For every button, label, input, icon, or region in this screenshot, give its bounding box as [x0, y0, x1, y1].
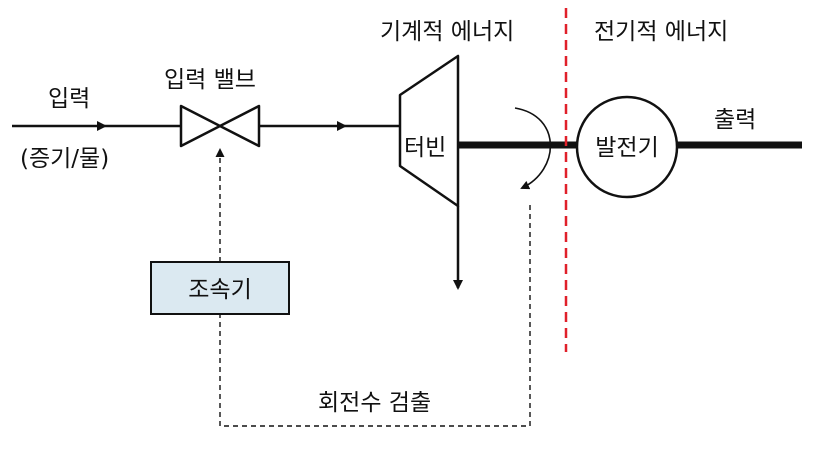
input-label: 입력: [48, 86, 90, 112]
speed-detection-label: 회전수 검출: [318, 390, 431, 416]
turbine-label: 터빈: [404, 135, 446, 161]
rotation-arrow-icon: [514, 107, 552, 190]
input-valve-label: 입력 밸브: [164, 67, 256, 93]
electrical-energy-label: 전기적 에너지: [594, 19, 728, 45]
input-sub-label: (증기/물): [20, 146, 109, 172]
governor-label: 조속기: [188, 277, 251, 303]
generator-label: 발전기: [595, 135, 658, 161]
output-label: 출력: [714, 107, 756, 133]
governor-box: [150, 261, 290, 315]
valve-icon: [179, 104, 261, 148]
turbine-icon: [398, 54, 460, 208]
mechanical-energy-label: 기계적 에너지: [380, 19, 514, 45]
speed-feedback-dashed: [219, 205, 531, 427]
